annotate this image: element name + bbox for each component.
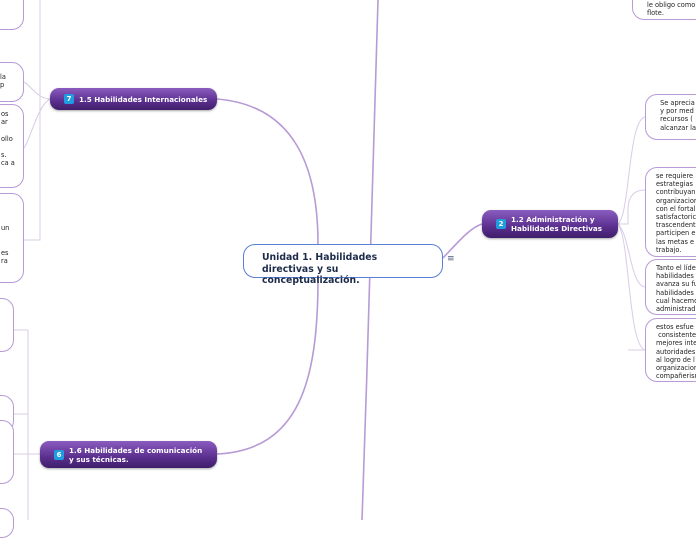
leaf-text: estos esfue consistente mejores inte aut…: [656, 323, 696, 381]
leaf-note[interactable]: Se aprecia y por med recursos ( alcanzar…: [645, 94, 696, 140]
branch-administracion-habilidades-directivas[interactable]: 2 1.2 Administración y Habilidades Direc…: [482, 210, 618, 238]
branch-label: 1.6 Habilidades de comunicación y sus té…: [69, 445, 203, 464]
leaf-text: un es ra: [1, 224, 10, 265]
leaf-text: os ar ollo s. ca a: [1, 110, 15, 168]
central-topic[interactable]: Unidad 1. Habilidades directivas y su co…: [243, 244, 443, 286]
leaf-text: la p: [0, 73, 6, 90]
leaf-note[interactable]: le obligo como flote.: [632, 0, 696, 20]
central-topic-title: Unidad 1. Habilidades directivas y su co…: [262, 252, 378, 286]
leaf-text: se requiere estrategias contribuyan orga…: [656, 172, 696, 254]
leaf-note[interactable]: estos esfue consistente mejores inte aut…: [645, 318, 696, 382]
leaf-note[interactable]: [0, 420, 14, 484]
branch-habilidades-comunicacion[interactable]: 6 1.6 Habilidades de comunicación y sus …: [40, 441, 217, 468]
leaf-note[interactable]: la p: [0, 62, 24, 102]
menu-icon[interactable]: ≡: [447, 254, 455, 264]
branch-label: 1.2 Administración y Habilidades Directi…: [511, 215, 603, 233]
leaf-text: Se aprecia y por med recursos ( alcanzar…: [660, 99, 696, 132]
leaf-note[interactable]: un es ra: [0, 193, 24, 283]
leaf-note[interactable]: [0, 298, 14, 352]
branch-number-badge: 7: [64, 94, 74, 104]
leaf-note[interactable]: [0, 0, 24, 30]
branch-number-badge: 2: [496, 219, 506, 229]
leaf-text: le obligo como flote.: [647, 1, 696, 18]
branch-number-badge: 6: [54, 449, 64, 460]
branch-label: 1.5 Habilidades Internacionales: [79, 94, 208, 104]
leaf-text: Tanto el líde habilidades avanza su fu h…: [656, 264, 696, 314]
leaf-note[interactable]: Tanto el líde habilidades avanza su fu h…: [645, 259, 696, 315]
leaf-note[interactable]: os ar ollo s. ca a: [0, 104, 24, 188]
branch-habilidades-internacionales[interactable]: 7 1.5 Habilidades Internacionales: [50, 88, 217, 110]
leaf-note[interactable]: [0, 508, 14, 538]
leaf-note[interactable]: se requiere estrategias contribuyan orga…: [645, 167, 696, 257]
